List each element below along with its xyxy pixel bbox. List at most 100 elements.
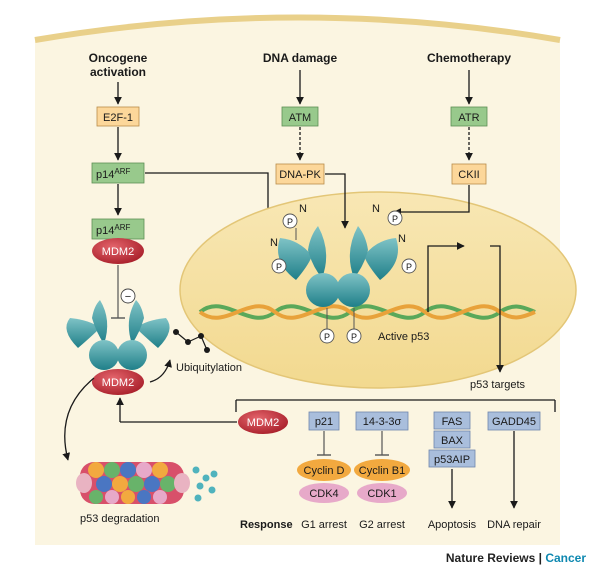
p53n-core-right (336, 273, 370, 307)
p53-arm-left (66, 318, 100, 348)
bax-box (433, 430, 471, 449)
cyclin-b1-ellipse (354, 459, 410, 481)
apoptosis-label: Apoptosis (428, 519, 477, 531)
phospho-sites: P P P P P P (271, 210, 417, 344)
arrow-p14-p53 (145, 172, 272, 221)
arrow-ubiquitylation (149, 359, 172, 383)
p14arf-label: p14ARF (96, 167, 130, 181)
phospho-5-label: P (324, 332, 330, 342)
p53-arm-inner-left (92, 300, 108, 344)
p53n-arm-inner-right (349, 226, 368, 278)
phospho-2-label: P (276, 262, 282, 272)
cdk1-label: CDK1 (367, 488, 396, 500)
p21-label: p21 (315, 416, 333, 428)
proteasome-icon (76, 462, 190, 504)
arrow-to-targets (490, 245, 504, 373)
peptide-fragments (192, 466, 218, 502)
journal-section: Cancer (545, 551, 586, 565)
p1433-box (355, 411, 409, 431)
oncogene-label: Oncogene (89, 51, 148, 65)
activation-label: activation (90, 65, 146, 79)
p53-degradation-label: p53 degradation (80, 513, 160, 525)
atr-box (450, 106, 488, 127)
n-terminus-4: N (398, 233, 406, 245)
p53-targets-label: p53 targets (470, 379, 526, 391)
journal-name: Nature Reviews (445, 551, 536, 565)
arrow-ckii-p53 (393, 185, 470, 216)
arf-complex-superscript: ARF (114, 223, 130, 232)
ubiquitylation-label: Ubiquitylation (176, 362, 242, 374)
ckii-label: CKII (458, 169, 479, 181)
mdm2-complex-label: MDM2 (102, 246, 134, 258)
p53n-arm-right (364, 238, 398, 280)
cyclin-d-label: Cyclin D (304, 465, 345, 477)
e2f1-box (96, 106, 140, 127)
p53-core-right (117, 340, 147, 370)
cell-membrane (34, 14, 561, 43)
nucleus (179, 191, 577, 389)
cyclin-d-ellipse (297, 459, 351, 481)
mdm2-complex-ellipse (92, 238, 144, 264)
fas-box (433, 411, 471, 430)
p14arf-box (91, 162, 145, 184)
minus-label: − (125, 291, 131, 303)
bax-label: BAX (441, 435, 464, 447)
journal-separator: | (538, 551, 542, 565)
p53-arm-inner-right (128, 300, 144, 344)
response-label: Response (240, 519, 293, 531)
dnapk-label: DNA-PK (279, 169, 321, 181)
n-terminus-3: N (372, 203, 380, 215)
dnapk-box (275, 163, 325, 185)
atm-label: ATM (289, 112, 311, 124)
p53n-core-left (306, 273, 340, 307)
p53aip-label: p53AIP (434, 454, 470, 466)
dna-repair-label: DNA repair (487, 519, 541, 531)
p53aip-box (428, 449, 476, 468)
atm-box (281, 106, 319, 127)
chemotherapy-label: Chemotherapy (427, 51, 511, 65)
fas-label: FAS (442, 416, 463, 428)
phospho-3 (387, 210, 403, 226)
phospho-1 (282, 213, 298, 229)
p53-arm-right (136, 318, 170, 348)
g2-arrest-label: G2 arrest (359, 519, 405, 531)
dna-damage-label: DNA damage (263, 51, 338, 65)
gadd45-box (487, 411, 541, 431)
minus-circle (120, 288, 136, 304)
mdm2-bound-ellipse (92, 369, 144, 395)
arrow-degradation (62, 377, 95, 461)
arrow-dnapk-p53 (325, 173, 349, 229)
n-terminus-2: N (270, 237, 278, 249)
p53n-arm-left (278, 238, 312, 280)
ubiquitin-chain-icon (173, 329, 210, 353)
p1433-label: 14-3-3σ (363, 416, 402, 428)
cdk1-ellipse (357, 483, 407, 503)
p14arf-complex-label: p14ARF (96, 223, 130, 237)
p14-complex-text: p14 (96, 225, 114, 237)
active-p53-label: Active p53 (378, 331, 429, 343)
p53-core-left (89, 340, 119, 370)
ckii-box (451, 163, 487, 185)
p21-box (308, 411, 340, 431)
cyclin-b1-label: Cyclin B1 (359, 465, 405, 477)
p14-text: p14 (96, 169, 114, 181)
phospho-5 (319, 328, 335, 344)
arf-superscript: ARF (114, 167, 130, 176)
phospho-6-label: P (351, 332, 357, 342)
p53-nucleus (278, 226, 398, 307)
mdm2-target-label: MDM2 (247, 417, 279, 429)
gadd45-label: GADD45 (492, 416, 536, 428)
atr-label: ATR (458, 112, 479, 124)
mdm2-target-ellipse (238, 410, 288, 434)
p53n-arm-inner-left (308, 226, 327, 278)
p53-cytoplasm (66, 300, 170, 370)
cdk4-ellipse (299, 483, 349, 503)
mdm2-bound-label: MDM2 (102, 377, 134, 389)
g1-arrest-label: G1 arrest (301, 519, 347, 531)
e2f1-label: E2F-1 (103, 112, 133, 124)
phospho-4 (401, 258, 417, 274)
phospho-2 (271, 258, 287, 274)
journal-credit: Nature Reviews | Cancer (446, 551, 586, 565)
